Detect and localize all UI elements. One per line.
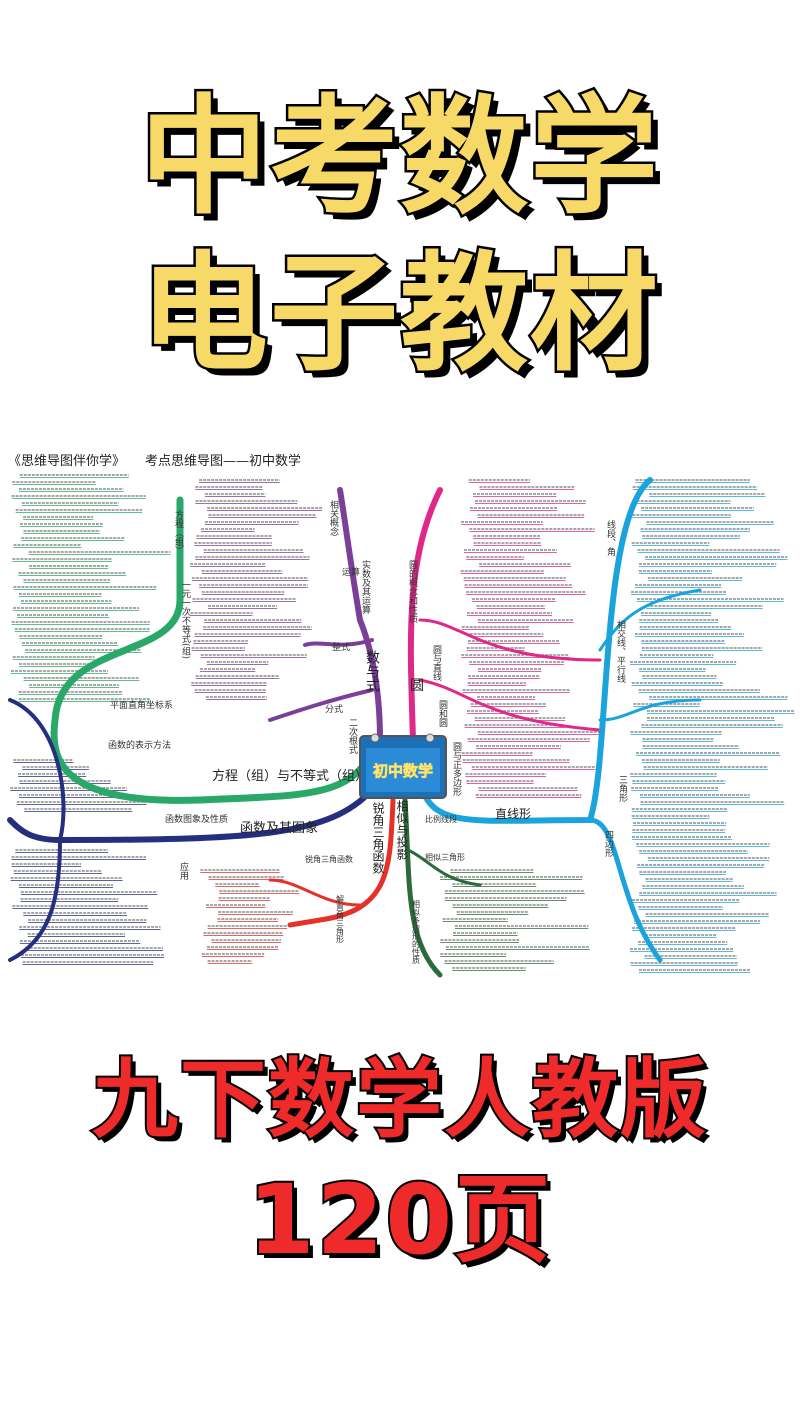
branch-darkgreen <box>402 797 443 978</box>
branch-red <box>287 797 396 928</box>
branch-navy <box>7 787 375 844</box>
center-node: 初中数学 <box>359 733 447 799</box>
branch-cyan-sub <box>598 698 702 722</box>
label-fenshi: 分式 <box>325 703 343 715</box>
label-yuan: 圆 <box>410 678 424 694</box>
branch-darkgreen-sub <box>406 848 482 887</box>
branch-purple-sub <box>268 688 374 722</box>
label-pingmian: 平面直角坐标系 <box>110 699 173 711</box>
label-xiangsi-duobianxing: 相似多边形的性质 <box>412 899 421 965</box>
headline-line2: 电子教材 <box>137 240 660 389</box>
binder-ring-icon <box>425 733 435 743</box>
label-fangcheng: 方程（组）与不等式（组） <box>212 768 368 784</box>
branch-green <box>50 496 379 804</box>
label-xiangguan: 相关概念 <box>328 499 339 536</box>
branch-cyan-sub <box>587 817 663 963</box>
branch-navy-sub <box>8 838 62 962</box>
label-sibianxing: 四边形 <box>603 830 614 858</box>
label-yuan-gainian: 圆的概念和性质 <box>407 560 418 624</box>
detail-text-lines <box>10 474 795 973</box>
label-xiangjiao: 相交线、平行线 <box>615 619 626 683</box>
branch-purple-sub <box>303 638 374 647</box>
binder-ring-icon <box>370 733 380 743</box>
label-shishu: 实数及其运算 <box>360 559 371 615</box>
label-yuan-yuan: 圆和圆 <box>437 700 448 728</box>
branch-red-sub <box>268 878 362 907</box>
label-budengshi: 一元一次不等式(组) <box>180 580 191 659</box>
branch-purple <box>337 487 383 743</box>
footer-line1: 九下数学人教版 <box>90 1048 708 1152</box>
branch-pink <box>407 487 443 743</box>
label-xianduan-jiao: 线段、角 <box>605 519 616 557</box>
label-bili: 比例线段 <box>425 814 457 824</box>
book-title: 《思维导图伴你学》 <box>8 454 126 469</box>
center-label: 初中数学 <box>373 762 433 780</box>
label-ruijiao-sanjiao: 锐角三角函数 <box>305 854 353 864</box>
mind-map: 初中数学 数与式 圆 方程（组）与不等式（组） 函数及其图象 锐角三角函数 相似… <box>7 474 795 978</box>
label-yunsuan: 运算 <box>342 566 360 578</box>
branch-navy-sub <box>8 698 66 842</box>
label-yingyong: 应用 <box>178 861 189 881</box>
mindmap-subtitle: 考点思维导图——初中数学 <box>145 454 302 469</box>
center-box-inner <box>366 748 440 792</box>
label-biaoshi: 函数的表示方法 <box>108 739 171 751</box>
label-fangcheng-zu: 方程（组） <box>173 509 184 555</box>
label-zhixian: 直线形 <box>495 807 531 821</box>
label-shu-yu-shi: 数与式 <box>364 650 380 692</box>
label-ruijiao: 锐角三角函数 <box>371 802 385 875</box>
label-erci-genshi: 二次根式 <box>347 718 358 754</box>
branch-pink-sub <box>418 678 602 732</box>
label-jie-zhijiao: 解直角三角形 <box>336 894 345 944</box>
label-zhengshi: 整式 <box>332 641 350 653</box>
headline-line1: 中考数学 <box>137 83 660 232</box>
label-yuan-zhixian: 圆与直线 <box>431 645 442 681</box>
footer-line2: 120页 <box>246 1164 553 1276</box>
label-zhengduobianxing: 圆与正多边形 <box>451 742 462 797</box>
label-xiangsi: 相似与投影 <box>395 800 409 860</box>
branch-pink-sub <box>418 618 602 662</box>
branch-cyan-sub <box>598 588 702 652</box>
branch-cyan <box>417 477 653 824</box>
label-hanshu: 函数及其图象 <box>240 821 318 836</box>
label-xiangsi-sanjiao: 相似三角形 <box>425 852 465 862</box>
label-sanjiaoxing: 三角形 <box>617 775 628 803</box>
label-hanshu-xingzhi: 函数图象及性质 <box>165 813 228 825</box>
